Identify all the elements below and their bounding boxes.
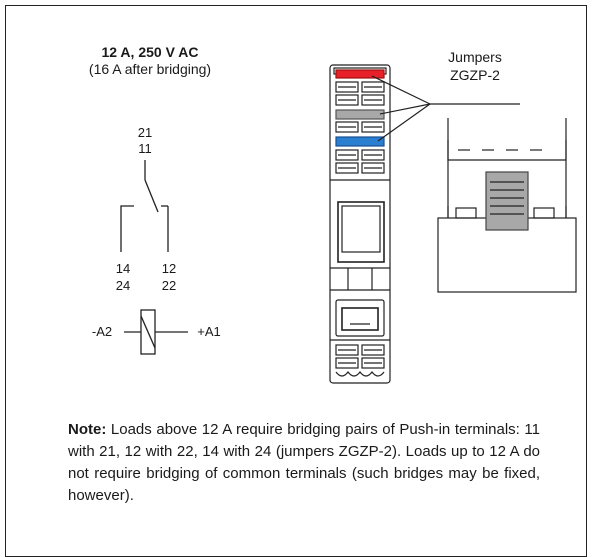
terminal-22-label: 22 — [161, 278, 177, 293]
terminal-11-label: 11 — [138, 141, 152, 156]
coil-a1-label: +A1 — [197, 324, 221, 339]
jumpers-label-line1: Jumpers — [448, 49, 502, 65]
terminal-21-label: 21 — [137, 125, 153, 140]
note-text: Loads above 12 A require bridging pairs … — [68, 421, 540, 504]
coil-a2-label: -A2 — [91, 324, 113, 339]
contact-rating: 12 A, 250 V AC (16 A after bridging) — [60, 44, 240, 78]
terminal-24-label: 24 — [115, 278, 131, 293]
contact-symbol — [120, 160, 169, 252]
jumpers-label: Jumpers ZGZP-2 — [430, 48, 520, 84]
relay-drawing — [120, 64, 577, 384]
bridging-note: Note: Loads above 12 A require bridging … — [68, 419, 540, 507]
rating-main: 12 A, 250 V AC — [101, 44, 199, 60]
jumper-gray — [335, 109, 385, 120]
jumper-red — [335, 69, 385, 79]
coil-symbol — [124, 309, 188, 355]
jumpers-label-line2: ZGZP-2 — [450, 67, 500, 83]
jumper-detail — [437, 118, 577, 293]
terminal-12-label: 12 — [161, 261, 177, 276]
rating-note: (16 A after bridging) — [88, 61, 212, 77]
jumper-blue — [335, 136, 385, 147]
relay-socket — [329, 64, 391, 384]
note-label: Note: — [68, 421, 107, 438]
terminal-14-label: 14 — [115, 261, 131, 276]
jumper-leader-lines — [371, 75, 520, 142]
